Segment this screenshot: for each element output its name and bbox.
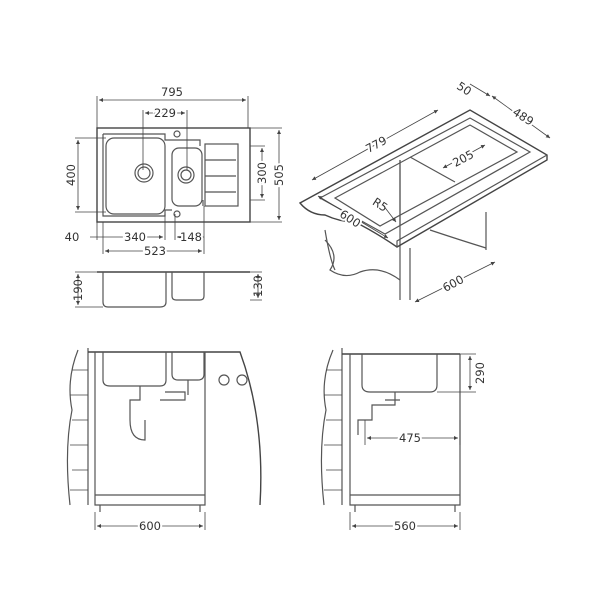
isometric-view: 779 50 489 205 R5 600 600 — [298, 79, 551, 303]
dim-475: 475 — [399, 431, 421, 445]
dim-300: 300 — [255, 162, 269, 184]
dim-r5: R5 — [370, 195, 390, 215]
side-profile-view: 190 130 — [71, 271, 265, 308]
dim-40: 40 — [65, 230, 80, 244]
outlet-icon — [218, 374, 230, 386]
dim-400: 400 — [64, 164, 78, 186]
dim-290: 290 — [473, 362, 487, 384]
outlet-icon — [236, 374, 248, 386]
dim-795: 795 — [161, 85, 183, 99]
dim-505: 505 — [272, 164, 286, 186]
tap-hole-icon — [173, 130, 181, 138]
small-drain-icon — [177, 166, 195, 184]
dim-205: 205 — [450, 147, 476, 170]
dim-779: 779 — [363, 133, 389, 156]
dim-560: 560 — [394, 519, 416, 533]
big-drain-icon — [134, 163, 154, 183]
dim-600-front: 600 — [139, 519, 161, 533]
sink-outline — [96, 127, 251, 223]
drainboard — [204, 143, 239, 207]
front-installation-view: 600 — [66, 348, 262, 535]
side-installation-view: 290 475 560 — [320, 348, 487, 535]
dim-523: 523 — [144, 244, 166, 258]
dim-130: 130 — [251, 275, 265, 297]
dim-50: 50 — [454, 79, 474, 99]
dim-190: 190 — [71, 279, 85, 301]
dim-600-cabinet: 600 — [440, 272, 466, 295]
wall — [320, 348, 343, 506]
overflow-icon — [173, 210, 181, 218]
dim-229: 229 — [154, 106, 176, 120]
wall — [66, 348, 89, 506]
top-view: 795 229 400 300 505 40 340 148 523 — [62, 85, 288, 260]
dim-148: 148 — [180, 230, 202, 244]
dim-340: 340 — [124, 230, 146, 244]
big-bowl — [105, 137, 166, 215]
